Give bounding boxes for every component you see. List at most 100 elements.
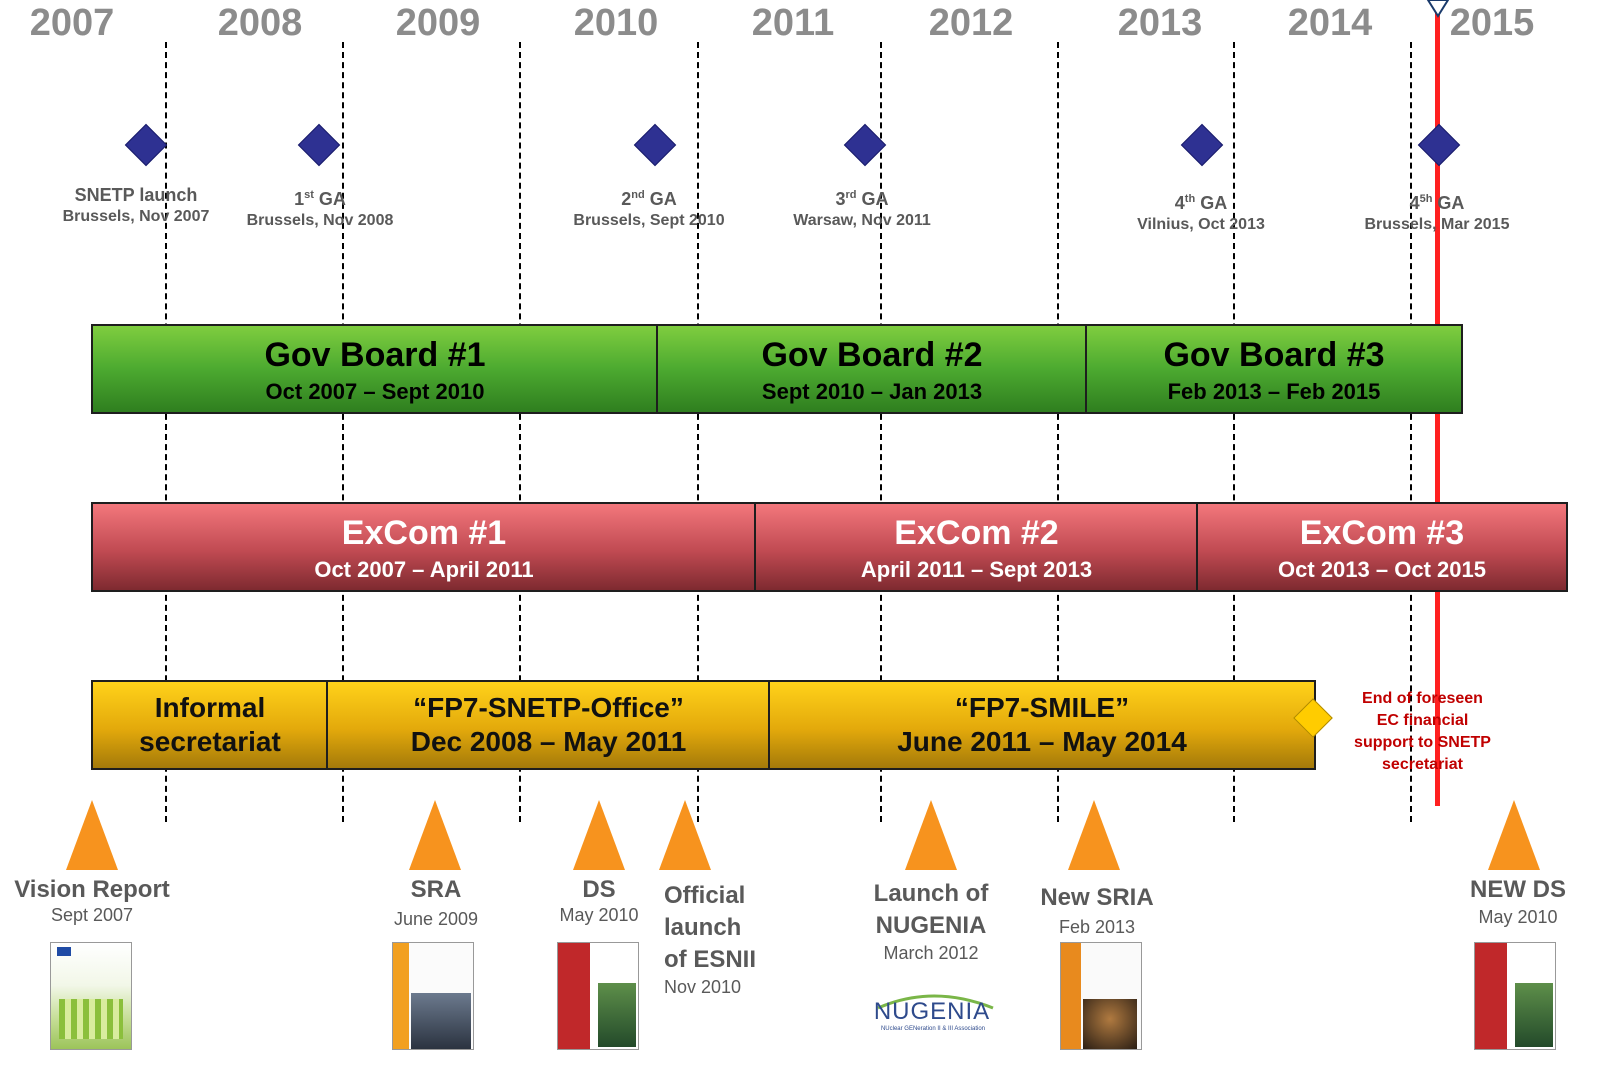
milestone-diamond-icon — [1180, 123, 1224, 167]
new-ds-cover-image — [1474, 942, 1556, 1050]
publication-triangle-icon — [905, 800, 957, 870]
ga-label-1st: 1st GA Brussels, Nov 2008 — [220, 184, 420, 232]
year-label-2009: 2009 — [395, 2, 481, 44]
secretariat-smile-bar: “FP7-SMILE” June 2011 – May 2014 — [768, 680, 1316, 770]
publication-triangle-icon — [409, 800, 461, 870]
ga-subtitle: Brussels, Nov 2007 — [62, 208, 210, 225]
doc-title: Vision Report — [14, 876, 170, 903]
secretariat-period: June 2011 – May 2014 — [897, 726, 1187, 757]
doc-date: June 2009 — [393, 909, 479, 929]
nugenia-logo-text: NUGENIA — [873, 998, 991, 1025]
cover-photo — [598, 983, 636, 1047]
ga-subtitle: Brussels, Nov 2008 — [246, 212, 394, 229]
gov-board-name: Gov Board #1 — [264, 336, 486, 374]
milestone-diamond-icon — [1417, 123, 1461, 167]
cover-photo — [1083, 999, 1137, 1049]
end-support-note: End of foreseen EC financial support to … — [1330, 688, 1515, 776]
ds-cover-image — [557, 942, 639, 1050]
excom-1-bar: ExCom #1 Oct 2007 – April 2011 — [91, 502, 757, 592]
year-divider — [880, 42, 882, 822]
year-label-2007: 2007 — [29, 2, 115, 44]
ga-subtitle: Warsaw, Nov 2011 — [793, 212, 931, 229]
publication-triangle-icon — [1488, 800, 1540, 870]
gov-board-1-bar: Gov Board #1 Oct 2007 – Sept 2010 — [91, 324, 659, 414]
vision-report-cover-image — [50, 942, 132, 1050]
doc-ds: DS May 2010 — [548, 876, 650, 926]
year-divider — [1057, 42, 1059, 822]
cover-illustration — [59, 999, 123, 1039]
secretariat-name: “FP7-SNETP-Office” — [413, 692, 684, 723]
ga-title: 3rd GA — [835, 189, 889, 209]
excom-2-bar: ExCom #2 April 2011 – Sept 2013 — [754, 502, 1199, 592]
ga-title: 4th GA — [1174, 193, 1228, 213]
gov-board-3-bar: Gov Board #3 Feb 2013 – Feb 2015 — [1085, 324, 1463, 414]
doc-date: Nov 2010 — [664, 977, 742, 997]
doc-title-line: Official — [664, 882, 746, 909]
ga-title: SNETP launch — [74, 185, 198, 205]
gov-board-2-bar: Gov Board #2 Sept 2010 – Jan 2013 — [656, 324, 1088, 414]
milestone-diamond-icon — [633, 123, 677, 167]
excom-period: Oct 2013 – Oct 2015 — [1278, 557, 1486, 582]
doc-date: May 2010 — [559, 905, 639, 925]
year-divider — [342, 42, 344, 822]
publication-triangle-icon — [573, 800, 625, 870]
nugenia-logo-tagline: NUclear GENeration II & III Association — [880, 1026, 986, 1032]
sra-cover-image — [392, 942, 474, 1050]
ga-label-4th: 4th GA Vilnius, Oct 2013 — [1101, 188, 1301, 236]
nugenia-logo-arc — [877, 994, 994, 1010]
year-label-2013: 2013 — [1117, 2, 1203, 44]
ga-title: 2nd GA — [621, 189, 677, 209]
doc-title-line: NUGENIA — [875, 912, 987, 939]
excom-name: ExCom #3 — [1299, 514, 1465, 552]
publication-triangle-icon — [659, 800, 711, 870]
ga-label-3rd: 3rd GA Warsaw, Nov 2011 — [762, 184, 962, 232]
year-label-2010: 2010 — [573, 2, 659, 44]
current-time-marker-icon — [1426, 0, 1450, 18]
year-divider — [519, 42, 521, 822]
gov-board-period: Feb 2013 – Feb 2015 — [1167, 379, 1381, 404]
milestone-diamond-icon — [297, 123, 341, 167]
doc-date: Sept 2007 — [50, 905, 134, 925]
doc-title: SRA — [410, 876, 462, 903]
end-support-line: support to SNETP — [1354, 734, 1491, 751]
end-support-line: End of foreseen — [1362, 690, 1483, 707]
ga-subtitle: Vilnius, Oct 2013 — [1137, 216, 1265, 233]
publication-triangle-icon — [1068, 800, 1120, 870]
year-label-2015: 2015 — [1449, 2, 1535, 44]
doc-title: DS — [582, 876, 616, 903]
doc-new-sria: New SRIA Feb 2013 — [1020, 884, 1174, 938]
ga-title: 45h GA — [1409, 193, 1465, 213]
ga-title: 1st GA — [294, 189, 346, 209]
secretariat-name: “FP7-SMILE” — [954, 692, 1130, 723]
gov-board-period: Sept 2010 – Jan 2013 — [761, 379, 983, 404]
year-label-2008: 2008 — [217, 2, 303, 44]
doc-title-line: Launch of — [873, 880, 989, 907]
excom-period: April 2011 – Sept 2013 — [860, 557, 1093, 582]
year-divider — [1233, 42, 1235, 822]
publication-triangle-icon — [66, 800, 118, 870]
year-label-2011: 2011 — [751, 2, 835, 44]
ga-label-snetp-launch: SNETP launch Brussels, Nov 2007 — [36, 184, 236, 228]
year-divider — [1410, 42, 1412, 822]
year-divider — [697, 42, 699, 822]
year-label-2012: 2012 — [928, 2, 1014, 44]
doc-vision-report: Vision Report Sept 2007 — [0, 876, 184, 926]
doc-date: May 2010 — [1478, 907, 1558, 927]
doc-title-line: of ESNII — [664, 946, 757, 973]
excom-name: ExCom #2 — [894, 514, 1059, 552]
eu-flag-icon — [57, 947, 71, 956]
year-divider — [165, 42, 167, 822]
gov-board-name: Gov Board #3 — [1163, 336, 1385, 374]
ga-label-2nd: 2nd GA Brussels, Sept 2010 — [549, 184, 749, 232]
gov-board-period: Oct 2007 – Sept 2010 — [265, 379, 485, 404]
doc-date: Feb 2013 — [1058, 917, 1136, 937]
doc-sra: SRA June 2009 — [375, 876, 497, 930]
secretariat-period: Dec 2008 – May 2011 — [410, 726, 687, 757]
doc-esnii-launch: Official launch of ESNII Nov 2010 — [664, 880, 774, 998]
doc-new-ds: NEW DS May 2010 — [1456, 876, 1580, 928]
cover-photo — [411, 993, 471, 1049]
gov-board-name: Gov Board #2 — [761, 336, 983, 374]
nugenia-logo: NUGENIA NUclear GENeration II & III Asso… — [858, 990, 1008, 1040]
secretariat-informal-bar: Informal secretariat — [91, 680, 329, 770]
year-label-2014: 2014 — [1287, 2, 1373, 44]
